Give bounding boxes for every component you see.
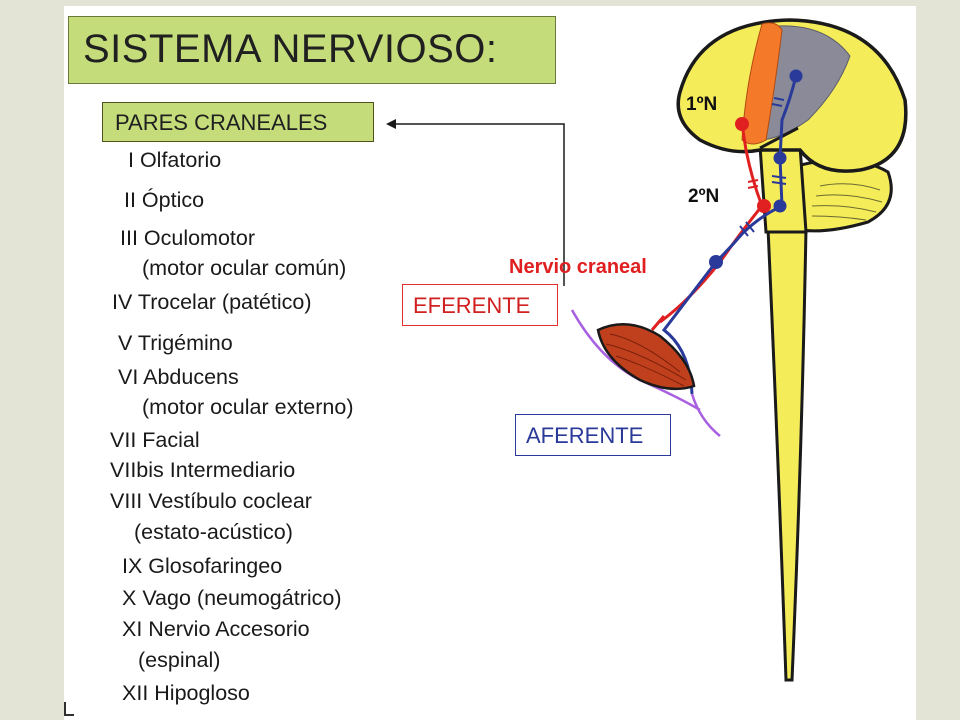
nerve-item: V Trigémino (118, 331, 233, 355)
arrow-head-icon (386, 119, 396, 129)
nerve-item-note: (motor ocular común) (142, 256, 347, 280)
muscle-fibers (605, 333, 687, 387)
motor-end-plate (650, 315, 666, 331)
title-box: SISTEMA NERVIOSO: (68, 16, 556, 84)
subtitle-box: PARES CRANEALES (102, 102, 374, 142)
second-neuron-body (757, 199, 771, 213)
sensory-fiber (690, 393, 721, 437)
nerve-item-note: (estato-acústico) (134, 520, 293, 544)
spinal-cord (766, 226, 808, 682)
synapse-mark (771, 175, 787, 185)
brain-sulcus (759, 126, 799, 150)
nerve-item-note: (motor ocular externo) (142, 395, 354, 419)
afferent-box: AFERENTE (515, 414, 671, 456)
afferent-neuron-3 (789, 69, 803, 83)
cranial-nerve-label: Nervio craneal (509, 256, 647, 278)
motor-cortex (741, 22, 783, 145)
corner-mark (64, 702, 74, 716)
afferent-neuron-1 (773, 199, 787, 213)
afferent-label: AFERENTE (526, 423, 644, 448)
nerve-item: VII Facial (110, 428, 200, 452)
nerve-item: XI Nervio Accesorio (122, 617, 310, 641)
nerve-item: XII Hipogloso (122, 681, 250, 705)
nerve-item: II Óptico (124, 188, 205, 212)
subtitle: PARES CRANEALES (115, 110, 328, 135)
afferent-pathway (661, 75, 798, 395)
page-title: SISTEMA NERVIOSO: (83, 27, 498, 71)
nerve-item: VI Abducens (118, 365, 239, 389)
muscle (596, 323, 696, 391)
nerve-item: IX Glosofaringeo (122, 554, 283, 578)
nerve-item: X Vago (neumogátrico) (122, 586, 342, 610)
first-neuron-body (735, 117, 749, 131)
ganglion-neuron (709, 255, 723, 269)
nerve-item: III Oculomotor (120, 226, 256, 250)
pointer-line (392, 123, 565, 286)
nerve-item: I Olfatorio (128, 148, 222, 172)
efferent-box: EFERENTE (402, 284, 558, 326)
nerve-item: VIIbis Intermediario (110, 458, 296, 482)
efferent-label: EFERENTE (413, 293, 531, 318)
synapse-mark (747, 179, 759, 189)
second-neuron-label: 2ºN (688, 186, 720, 207)
synapse-mark (771, 97, 785, 107)
afferent-neuron-2 (773, 151, 787, 165)
nerve-item: VIII Vestíbulo coclear (110, 489, 312, 513)
synapse-mark (739, 221, 755, 237)
nerve-item-note: (espinal) (138, 648, 221, 672)
nerve-item: IV Trocelar (patético) (112, 290, 312, 314)
first-neuron-label: 1ºN (686, 94, 718, 115)
cerebellum-folia (811, 183, 883, 221)
